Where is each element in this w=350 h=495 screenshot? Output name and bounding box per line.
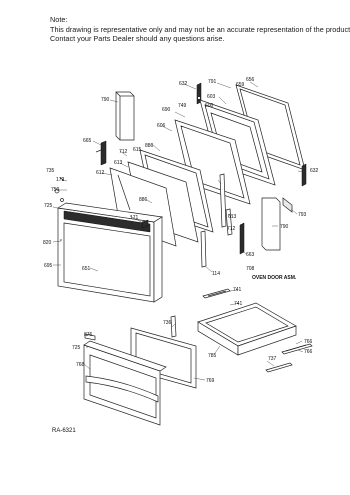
part-small-hardware [54, 177, 65, 202]
callout-766-lower: 766 [304, 349, 313, 355]
part-small-trim-876 [84, 333, 96, 341]
callout-663: 663 [246, 252, 255, 258]
callout-736: 736 [163, 320, 172, 326]
part-clip-736 [170, 315, 177, 338]
callout-labels: 632 791 659 656 790 603 690 749 600 606 … [43, 77, 319, 384]
callout-695: 695 [44, 263, 53, 269]
callout-886: 886 [145, 143, 154, 149]
part-drawer-rail-737 [265, 362, 293, 373]
callout-750: 750 [51, 187, 60, 193]
callout-793: 793 [298, 212, 307, 218]
callout-171: 171 [130, 215, 139, 221]
callout-712: 712 [119, 149, 128, 155]
callout-785: 785 [208, 353, 217, 359]
part-drawer-front [83, 340, 167, 426]
callout-749: 749 [178, 103, 187, 109]
callout-737: 737 [268, 356, 277, 362]
part-hinge-bracket-left [95, 140, 107, 166]
callout-876: 876 [84, 332, 93, 338]
note-line-1: This drawing is representative only and … [50, 24, 350, 34]
callout-656: 656 [246, 77, 255, 83]
callout-741: 741 [233, 287, 242, 293]
callout-766: 766 [304, 339, 313, 345]
note-line-2: Contact your Parts Dealer should any que… [50, 34, 225, 44]
callout-769: 769 [206, 378, 215, 384]
callout-790: 790 [101, 97, 110, 103]
callout-741-lower: 741 [234, 301, 243, 307]
part-insulation-block [115, 91, 135, 141]
callout-665: 665 [83, 138, 92, 144]
callout-172: 172 [56, 177, 65, 183]
callout-791: 791 [208, 79, 217, 85]
part-hinge-right [301, 163, 307, 187]
assembly-label: OVEN DOOR ASM. [252, 275, 297, 281]
callout-708: 708 [246, 266, 255, 272]
callout-712-right: 712 [227, 226, 236, 232]
part-drawer-rail-lower [281, 343, 313, 355]
part-side-channel-right [219, 173, 227, 228]
callout-651: 651 [82, 266, 91, 272]
callout-886-lower: 886 [139, 197, 148, 203]
part-insulation-right [261, 197, 293, 251]
part-bracket-171 [141, 219, 149, 229]
callout-632: 632 [179, 81, 188, 87]
callout-725: 725 [44, 203, 53, 209]
callout-690: 690 [162, 107, 171, 113]
callout-615: 615 [133, 147, 142, 153]
part-drawer-rail-upper [202, 288, 231, 299]
callout-790-right: 790 [280, 224, 289, 230]
part-warming-drawer-box [197, 302, 297, 356]
callout-613-right: 613 [228, 214, 237, 220]
callout-768: 768 [76, 362, 85, 368]
part-outer-door-panel [57, 202, 163, 303]
document-id: RA-6321 [52, 428, 76, 434]
callout-735: 735 [46, 168, 55, 174]
callout-606: 606 [157, 123, 166, 129]
callout-725-lower: 725 [72, 345, 81, 351]
leader-lines [52, 81, 305, 381]
note-heading: Note: [50, 15, 68, 24]
part-hinge-lower [239, 222, 245, 255]
part-trim-strip [225, 208, 233, 236]
callout-600: 600 [205, 103, 214, 109]
callout-659: 659 [236, 82, 245, 88]
callout-613: 613 [114, 160, 123, 166]
disclaimer-note: Note: This drawing is representative onl… [50, 15, 350, 44]
callout-612: 612 [96, 170, 105, 176]
part-bracket-114 [200, 230, 207, 268]
callout-632-right: 632 [310, 168, 319, 174]
callout-603: 603 [207, 94, 216, 100]
callout-820: 820 [43, 240, 52, 246]
callout-114: 114 [212, 271, 220, 277]
